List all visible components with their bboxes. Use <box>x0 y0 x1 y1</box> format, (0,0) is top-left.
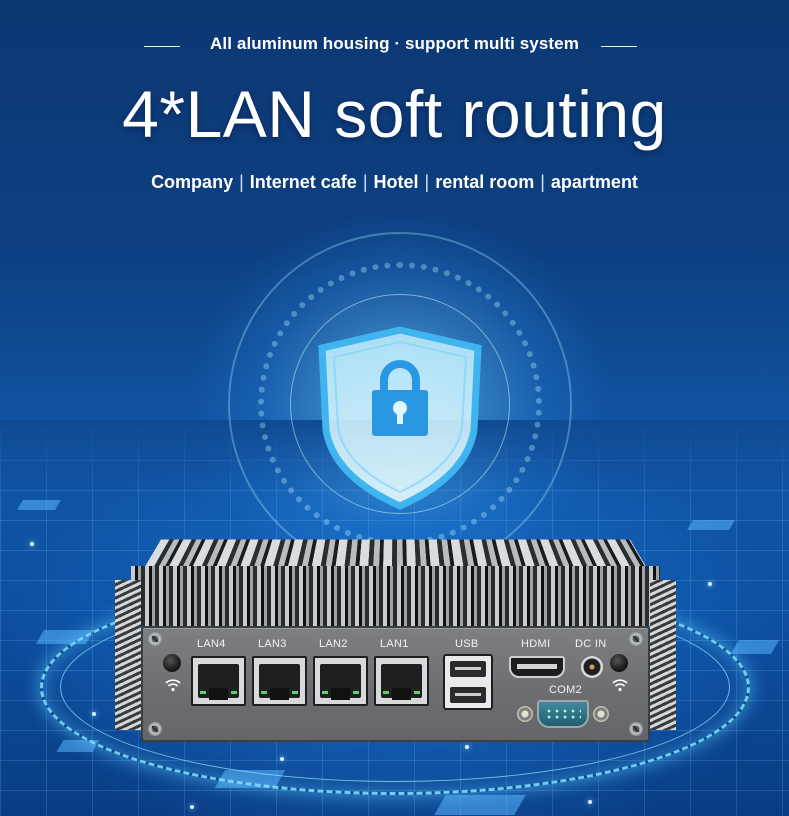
page-title: 4*LAN soft routing <box>122 77 667 151</box>
usb-port-dual <box>443 654 493 710</box>
use-case: Company <box>151 172 234 192</box>
port-label-lan1: LAN1 <box>380 638 409 650</box>
port-label-lan4: LAN4 <box>197 638 226 650</box>
antenna-mount <box>163 654 181 672</box>
rj45-port-lan3 <box>252 656 307 706</box>
com2-serial-port <box>515 700 611 728</box>
separator: | <box>239 172 244 192</box>
rj45-port-lan2 <box>313 656 368 706</box>
subtitle-rule-left <box>144 46 180 47</box>
hdmi-port <box>509 656 565 678</box>
screw-icon <box>629 722 643 736</box>
port-label-usb: USB <box>455 638 479 650</box>
use-case-list: Company|Internet cafe|Hotel|rental room|… <box>0 172 789 193</box>
port-label-lan3: LAN3 <box>258 638 287 650</box>
screw-icon <box>629 632 643 646</box>
dc-in-jack <box>581 656 603 678</box>
wifi-icon <box>165 678 181 694</box>
port-label-hdmi: HDMI <box>521 638 551 650</box>
glow-dot <box>588 800 592 804</box>
port-label-com2: COM2 <box>549 684 582 696</box>
rj45-port-lan1 <box>374 656 429 706</box>
separator: | <box>540 172 545 192</box>
floor-tile <box>17 500 61 510</box>
subtitle-rule-right <box>601 46 637 47</box>
heatsink-fins <box>131 566 660 626</box>
port-label-lan2: LAN2 <box>319 638 348 650</box>
floor-tile <box>687 520 735 530</box>
use-case: Internet cafe <box>249 172 357 192</box>
separator: | <box>362 172 368 192</box>
glow-dot <box>708 582 712 586</box>
io-panel: LAN4 LAN3 LAN2 LAN1 USB HDMI DC IN COM2 <box>141 626 650 742</box>
use-case: rental room <box>435 172 535 192</box>
subtitle: All aluminum housing · support multi sys… <box>210 34 579 53</box>
wifi-icon <box>612 678 628 694</box>
rj45-port-lan4 <box>191 656 246 706</box>
screw-icon <box>148 722 162 736</box>
side-fins-right <box>650 580 676 730</box>
hologram-ring-inner <box>290 294 510 514</box>
screw-icon <box>148 632 162 646</box>
side-fins-left <box>115 580 141 730</box>
glow-dot <box>30 542 34 546</box>
glow-dot <box>190 805 194 809</box>
use-case: Hotel <box>373 172 419 192</box>
floor-tile <box>434 795 526 815</box>
floor-tile <box>730 640 780 654</box>
mini-pc-router: LAN4 LAN3 LAN2 LAN1 USB HDMI DC IN COM2 <box>113 530 678 745</box>
antenna-mount <box>610 654 628 672</box>
port-label-dc-in: DC IN <box>575 638 607 650</box>
separator: | <box>424 172 430 192</box>
use-case: apartment <box>550 172 638 192</box>
lock-icon <box>372 360 428 436</box>
